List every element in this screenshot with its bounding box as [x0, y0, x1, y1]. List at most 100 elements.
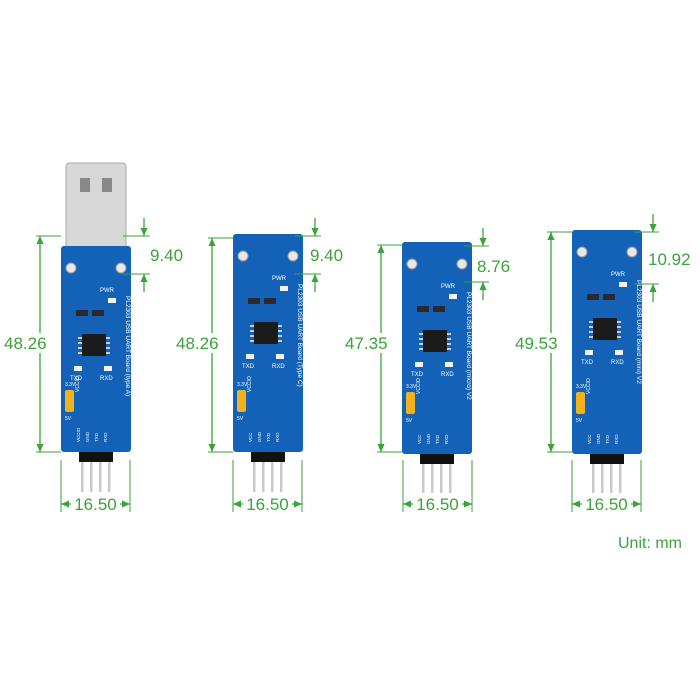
silk-3v3: 3.3V: [576, 384, 587, 390]
uart-chip: [593, 318, 617, 340]
smd-component: [433, 306, 445, 312]
silk-rxd: RXD: [272, 364, 285, 370]
silk-3v3: 3.3V: [237, 382, 248, 388]
pcb: [572, 230, 642, 454]
uart-chip: [82, 334, 106, 356]
silk-txd: TXD: [242, 364, 255, 370]
silk-rxd: RXD: [100, 376, 113, 382]
silk-pin-label: GND: [426, 433, 431, 444]
chip-pin: [250, 335, 254, 337]
chip-pin: [419, 333, 423, 335]
pwr-led: [280, 286, 288, 291]
rxd-led: [615, 350, 623, 355]
chip-pin: [589, 326, 593, 328]
chip-pin: [589, 336, 593, 338]
pwr-led: [619, 282, 627, 287]
width-label-bg: [413, 493, 462, 513]
board-name: PL2303 USB UART Board (micro) V2: [465, 292, 472, 400]
chip-pin: [617, 321, 621, 323]
smd-component: [92, 310, 104, 316]
silk-pwr: PWR: [611, 272, 626, 278]
width-label-bg: [582, 493, 631, 513]
silk-vccio: VCCIO: [75, 376, 81, 392]
chip-pin: [419, 343, 423, 345]
connector-label: 8.76: [477, 257, 510, 276]
length-label: 48.26: [4, 334, 47, 353]
silk-pin-label: VCC: [587, 434, 592, 444]
length-label: 48.26: [176, 334, 219, 353]
mount-hole-left: [576, 246, 588, 258]
mount-hole-right: [115, 262, 127, 274]
smd-component: [603, 294, 615, 300]
chip-pin: [419, 348, 423, 350]
silk-pin-label: GND: [596, 433, 601, 444]
header-pin: [280, 462, 283, 492]
usb-a-connector: [65, 162, 127, 249]
connector-label: 9.40: [310, 246, 343, 265]
header-pin: [431, 464, 434, 494]
chip-pin: [617, 336, 621, 338]
chip-pin: [617, 326, 621, 328]
length-label: 49.53: [515, 334, 558, 353]
length-label-bg: [4, 333, 48, 353]
silk-pin-label: GND: [257, 431, 262, 442]
pin-header: [590, 454, 624, 464]
header-pin: [253, 462, 256, 492]
silk-pin-label: TXD: [435, 434, 440, 444]
chip-pin: [278, 325, 282, 327]
silk-pin-label: RXD: [275, 432, 280, 442]
voltage-jumper: [576, 392, 585, 414]
length-label-bg: [515, 333, 559, 353]
silk-5v: 5V: [65, 416, 72, 422]
silk-rxd: RXD: [611, 360, 624, 366]
chip-pin: [250, 340, 254, 342]
length-label-bg: [176, 333, 220, 353]
chip-pin: [419, 338, 423, 340]
pin-header: [251, 452, 285, 462]
smd-component: [76, 310, 88, 316]
silk-pin-label: TXD: [266, 432, 271, 442]
mount-hole-left: [237, 250, 249, 262]
mount-hole-right: [287, 250, 299, 262]
silk-rxd: RXD: [441, 372, 454, 378]
rxd-led: [445, 362, 453, 367]
width-label: 16.50: [246, 495, 289, 514]
silk-pwr: PWR: [100, 288, 115, 294]
chip-pin: [447, 338, 451, 340]
smd-component: [417, 306, 429, 312]
chip-pin: [106, 337, 110, 339]
rxd-led: [104, 366, 112, 371]
silk-pin-label: VCC: [417, 434, 422, 444]
board-name: PL2303 USB UART Board (Type C): [296, 284, 303, 387]
length-label-bg: [345, 333, 389, 353]
mount-hole-right: [456, 258, 468, 270]
chip-pin: [250, 325, 254, 327]
chip-pin: [447, 333, 451, 335]
header-pin: [90, 462, 93, 492]
silk-txd: TXD: [411, 372, 424, 378]
chip-pin: [78, 352, 82, 354]
header-pin: [99, 462, 102, 492]
header-pin: [271, 462, 274, 492]
silk-3v3: 3.3V: [65, 382, 76, 388]
voltage-jumper: [237, 390, 246, 412]
chip-pin: [278, 340, 282, 342]
header-pin: [440, 464, 443, 494]
chip-pin: [78, 342, 82, 344]
header-pin: [449, 464, 452, 494]
header-pin: [81, 462, 84, 492]
silk-5v: 5V: [406, 418, 413, 424]
chip-pin: [278, 335, 282, 337]
board-name: PL2303 USB UART Board (mini) V2: [635, 280, 642, 384]
silk-txd: TXD: [581, 360, 594, 366]
smd-component: [248, 298, 260, 304]
silk-pin-label: RXD: [444, 434, 449, 444]
silk-pin-label: RXD: [103, 432, 108, 442]
silk-vccio: VCCIO: [416, 378, 422, 394]
chip-pin: [78, 347, 82, 349]
chip-pin: [617, 331, 621, 333]
chip-pin: [250, 330, 254, 332]
